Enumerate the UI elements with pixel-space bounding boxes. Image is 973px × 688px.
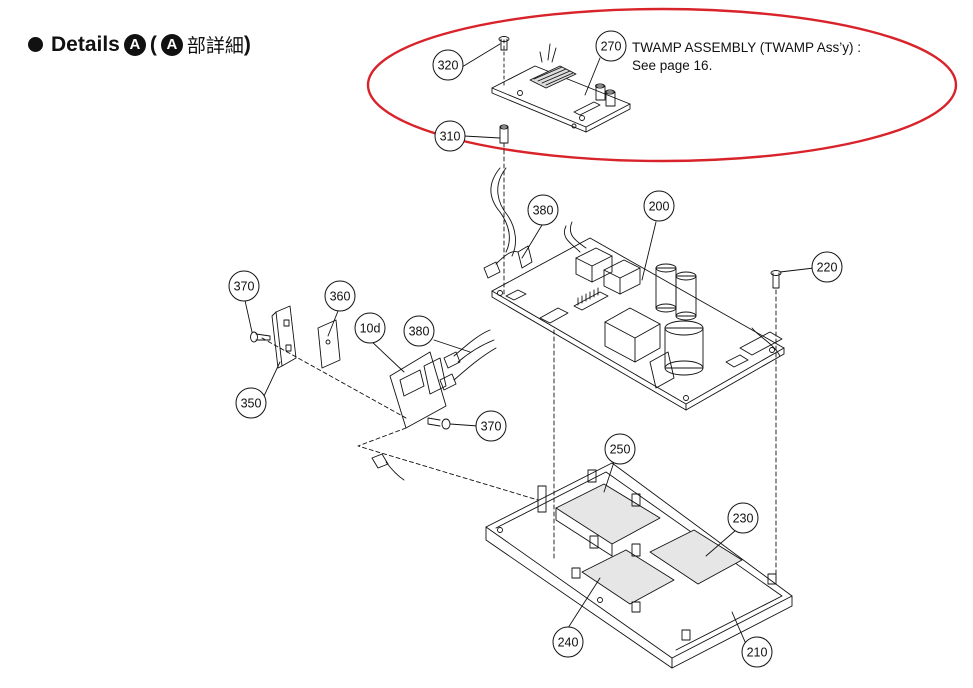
cable-plug: [371, 453, 405, 481]
bullet-icon: [28, 37, 43, 52]
title-prefix: Details: [51, 32, 120, 56]
twamp-board-270: [491, 39, 631, 133]
jack-bracket-350: [271, 305, 297, 369]
label-10d: 10d: [360, 322, 381, 336]
screw-370-right: [427, 417, 451, 430]
label-210: 210: [747, 646, 768, 660]
callout-220: [811, 251, 843, 283]
label-310: 310: [440, 130, 461, 144]
screw-370-left: [250, 331, 271, 343]
label-230: 230: [733, 512, 754, 526]
label-220: 220: [817, 261, 838, 275]
callout-230: [727, 502, 759, 534]
insulator-360: [317, 319, 341, 369]
label-350: 350: [241, 397, 262, 411]
title-jp-suffix: 部詳細: [186, 35, 244, 57]
callout-380-left: [403, 315, 435, 347]
callout-200: [643, 190, 675, 222]
label-370-right: 370: [481, 420, 502, 434]
title-paren-open: (: [149, 32, 157, 56]
chassis-210: [485, 329, 793, 669]
callout-210: [741, 636, 773, 668]
screw-320: [498, 36, 510, 51]
label-360: 360: [330, 290, 351, 304]
label-200: 200: [649, 200, 670, 214]
title-paren-circle-letter: A: [160, 33, 183, 56]
callout-270: [595, 30, 627, 62]
label-370-left: 370: [234, 280, 255, 294]
label-380-top: 380: [533, 204, 554, 218]
title-paren-close: ): [243, 32, 251, 56]
callout-10d: [354, 312, 386, 344]
label-270: 270: [601, 40, 622, 54]
screw-220: [770, 270, 782, 581]
callout-310: [434, 120, 466, 152]
page-title: Details A ( A 部詳細 ): [28, 31, 251, 58]
label-240: 240: [558, 636, 579, 650]
callout-370-right: [475, 410, 507, 442]
callout-320: [432, 49, 464, 81]
callout-370-left: [228, 270, 260, 302]
callout-380-top: [527, 194, 559, 226]
highlight-ellipse: [366, 7, 958, 163]
callout-350: [235, 387, 267, 419]
callout-240: [552, 626, 584, 658]
spacer-310: [499, 124, 509, 296]
sub-board-10d: [389, 329, 497, 429]
title-circle-letter: A: [123, 33, 146, 56]
note-line-1: TWAMP ASSEMBLY (TWAMP Ass’y) :: [632, 40, 862, 55]
label-320: 320: [438, 59, 459, 73]
note-line-2: See page 16.: [632, 58, 713, 73]
label-250: 250: [610, 443, 631, 457]
label-380-left: 380: [409, 325, 430, 339]
callout-360: [324, 280, 356, 312]
twamp-reference-note: TWAMP ASSEMBLY (TWAMP Ass’y) : See page …: [632, 39, 861, 75]
main-pcb-200: [483, 167, 785, 411]
callout-250: [604, 433, 636, 465]
